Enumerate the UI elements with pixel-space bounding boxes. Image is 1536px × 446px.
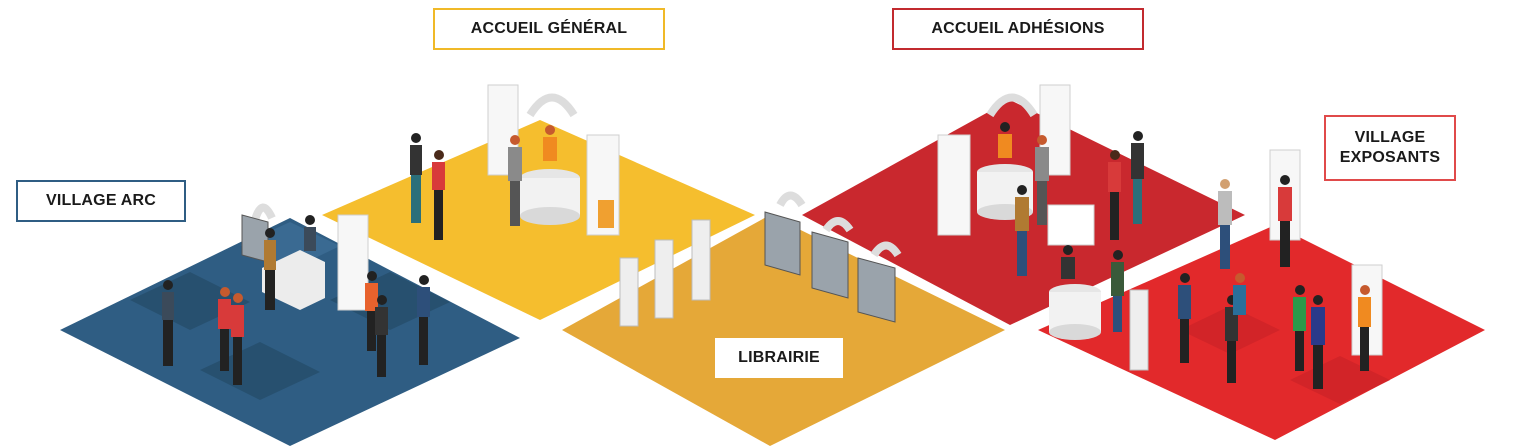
zone-label-librairie: LIBRAIRIE xyxy=(715,338,843,378)
zone-label-village-exposants: VILLAGE EXPOSANTS xyxy=(1324,115,1456,181)
zone-label-accueil-general: ACCUEIL GÉNÉRAL xyxy=(433,8,665,50)
banner-stand-icon xyxy=(337,84,1383,356)
zone-label-accueil-adhesions: ACCUEIL ADHÉSIONS xyxy=(892,8,1144,50)
arch-icon xyxy=(251,93,1038,258)
zone-label-village-arc: VILLAGE ARC xyxy=(16,180,186,222)
person-icon xyxy=(162,122,1371,389)
brochure-rack-icon xyxy=(241,211,1149,371)
